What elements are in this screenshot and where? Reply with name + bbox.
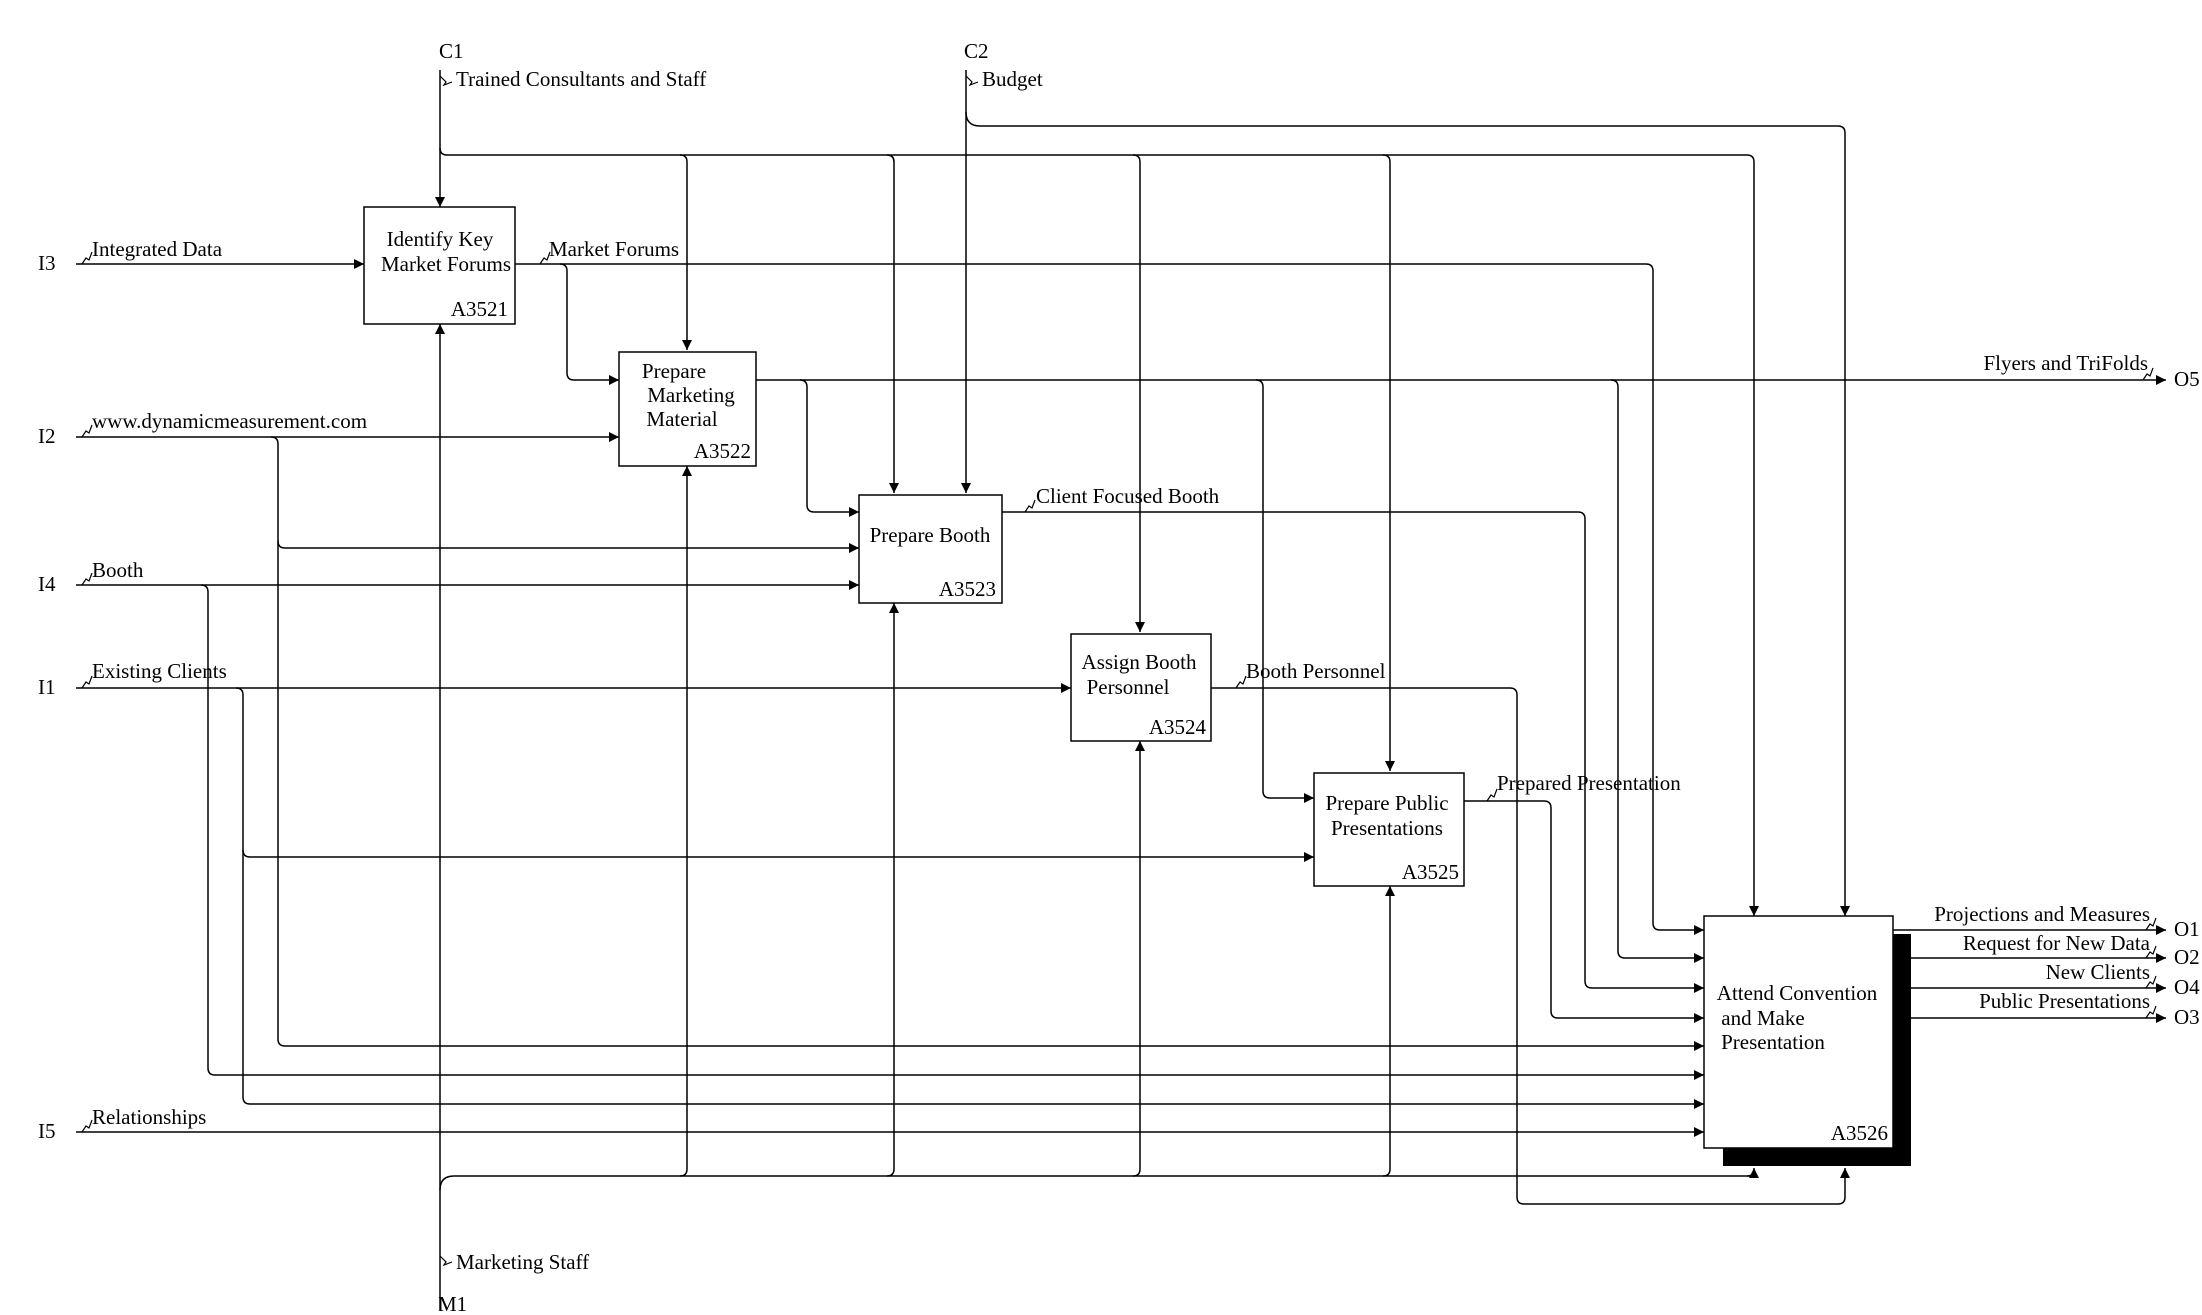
- label-public-presentations: Public Presentations: [1979, 989, 2150, 1013]
- label-client-focused-booth: Client Focused Booth: [1036, 484, 1220, 508]
- connectors: [76, 70, 2166, 1310]
- box-a3525[interactable]: Prepare Public Presentations A3525: [1313, 772, 1465, 887]
- arrow-labels: Trained Consultants and Staff Budget Int…: [92, 67, 2151, 1274]
- box-a3524-title-line-1: Assign Booth: [1082, 650, 1197, 674]
- box-a3522-number: A3522: [694, 439, 751, 463]
- c1-trunk: [439, 147, 1383, 156]
- label-request-data: Request for New Data: [1963, 931, 2151, 955]
- label-budget: Budget: [982, 67, 1043, 91]
- box-a3521[interactable]: Identify Key Market Forums A3521: [363, 206, 516, 325]
- box-a3523-number: A3523: [939, 577, 996, 601]
- box-a3523-title-line-1: Prepare Booth: [870, 523, 991, 547]
- box-a3522-title-line-2: Marketing: [647, 383, 735, 407]
- port-i3: I3: [38, 251, 56, 275]
- c1-to-a3526: [1383, 154, 1759, 916]
- port-labels: C1 C2 M1 I3 I2 I4 I1 I5 O5 O1 O2 O4 O3: [38, 39, 2200, 1315]
- label-trained-consultants: Trained Consultants and Staff: [456, 67, 706, 91]
- m1-to-a3522: [679, 466, 692, 1177]
- label-integrated-data: Integrated Data: [92, 237, 223, 261]
- c1-to-a3523: [886, 154, 899, 493]
- port-o2: O2: [2174, 945, 2200, 969]
- box-a3524[interactable]: Assign Booth Personnel A3524: [1070, 633, 1212, 742]
- port-i4: I4: [38, 572, 56, 596]
- box-a3526-title-line-3: Presentation: [1721, 1030, 1825, 1054]
- flyers-to-a3526: [1610, 379, 1704, 963]
- label-prepared-presentation: Prepared Presentation: [1497, 771, 1681, 795]
- box-a3525-title-line-2: Presentations: [1331, 816, 1443, 840]
- port-o5: O5: [2174, 367, 2200, 391]
- m1-to-a3524: [1132, 741, 1145, 1177]
- box-a3521-title-line-2: Market Forums: [381, 252, 511, 276]
- port-i2: I2: [38, 424, 56, 448]
- port-o1: O1: [2174, 917, 2200, 941]
- port-m1: M1: [438, 1292, 467, 1315]
- m1-to-a3526: [1746, 1168, 1759, 1178]
- flyers-to-a3525: [1255, 379, 1314, 803]
- c2-to-a3526: [965, 111, 1850, 916]
- label-booth-personnel: Booth Personnel: [1246, 659, 1386, 683]
- box-a3521-title-line-1: Identify Key: [387, 227, 494, 251]
- box-a3522[interactable]: Prepare Marketing Material A3522: [618, 351, 757, 467]
- i1-to-a3526: [242, 850, 1704, 1109]
- booth-personnel-to-a3526: [1211, 687, 1850, 1205]
- box-a3523[interactable]: Prepare Booth A3523: [858, 494, 1003, 604]
- label-booth: Booth: [92, 558, 144, 582]
- box-a3522-title-line-3: Material: [646, 407, 717, 431]
- label-marketing-staff: Marketing Staff: [456, 1250, 589, 1274]
- label-relationships: Relationships: [92, 1105, 206, 1129]
- port-c1: C1: [439, 39, 464, 63]
- c1-to-a3524: [1132, 154, 1145, 632]
- m1-trunk: [439, 1175, 1754, 1191]
- box-a3526-title-line-2: and Make: [1721, 1006, 1804, 1030]
- box-a3526-number: A3526: [1831, 1121, 1888, 1145]
- m1-to-a3523: [886, 603, 899, 1177]
- c1-to-a3522: [679, 154, 692, 350]
- client-booth-to-a3526: [1002, 511, 1704, 993]
- label-market-forums: Market Forums: [549, 237, 679, 261]
- port-i1: I1: [38, 675, 56, 699]
- label-squiggles: [81, 75, 2157, 1267]
- box-a3526-title-line-1: Attend Convention: [1717, 981, 1878, 1005]
- label-new-clients: New Clients: [2046, 960, 2150, 984]
- label-flyers: Flyers and TriFolds: [1983, 351, 2148, 375]
- port-i5: I5: [38, 1119, 56, 1143]
- flyers-to-a3523: [799, 379, 859, 517]
- port-o3: O3: [2174, 1005, 2200, 1029]
- box-a3526[interactable]: Attend Convention and Make Presentation …: [1703, 915, 1911, 1166]
- activity-boxes: Identify Key Market Forums A3521 Prepare…: [363, 206, 1911, 1166]
- market-forums-to-a3526: [515, 263, 1704, 935]
- label-projections: Projections and Measures: [1934, 902, 2150, 926]
- box-a3524-number: A3524: [1149, 715, 1207, 739]
- box-a3524-title-line-2: Personnel: [1087, 675, 1170, 699]
- box-a3522-title-line-1: Prepare: [642, 359, 706, 383]
- port-o4: O4: [2174, 975, 2200, 999]
- label-existing-clients: Existing Clients: [92, 659, 227, 683]
- m1-to-a3525: [1382, 886, 1395, 1177]
- i4-to-a3526: [200, 584, 1704, 1080]
- i2-to-a3526: [277, 541, 1704, 1051]
- box-a3525-title-line-1: Prepare Public: [1325, 791, 1448, 815]
- label-website: www.dynamicmeasurement.com: [92, 409, 367, 433]
- box-a3521-number: A3521: [451, 297, 508, 321]
- prepared-presentation-to-a3526: [1464, 800, 1704, 1023]
- box-a3525-number: A3525: [1402, 860, 1459, 884]
- i2-to-a3523: [270, 436, 859, 553]
- port-c2: C2: [964, 39, 989, 63]
- market-forums-to-a3522: [559, 263, 619, 385]
